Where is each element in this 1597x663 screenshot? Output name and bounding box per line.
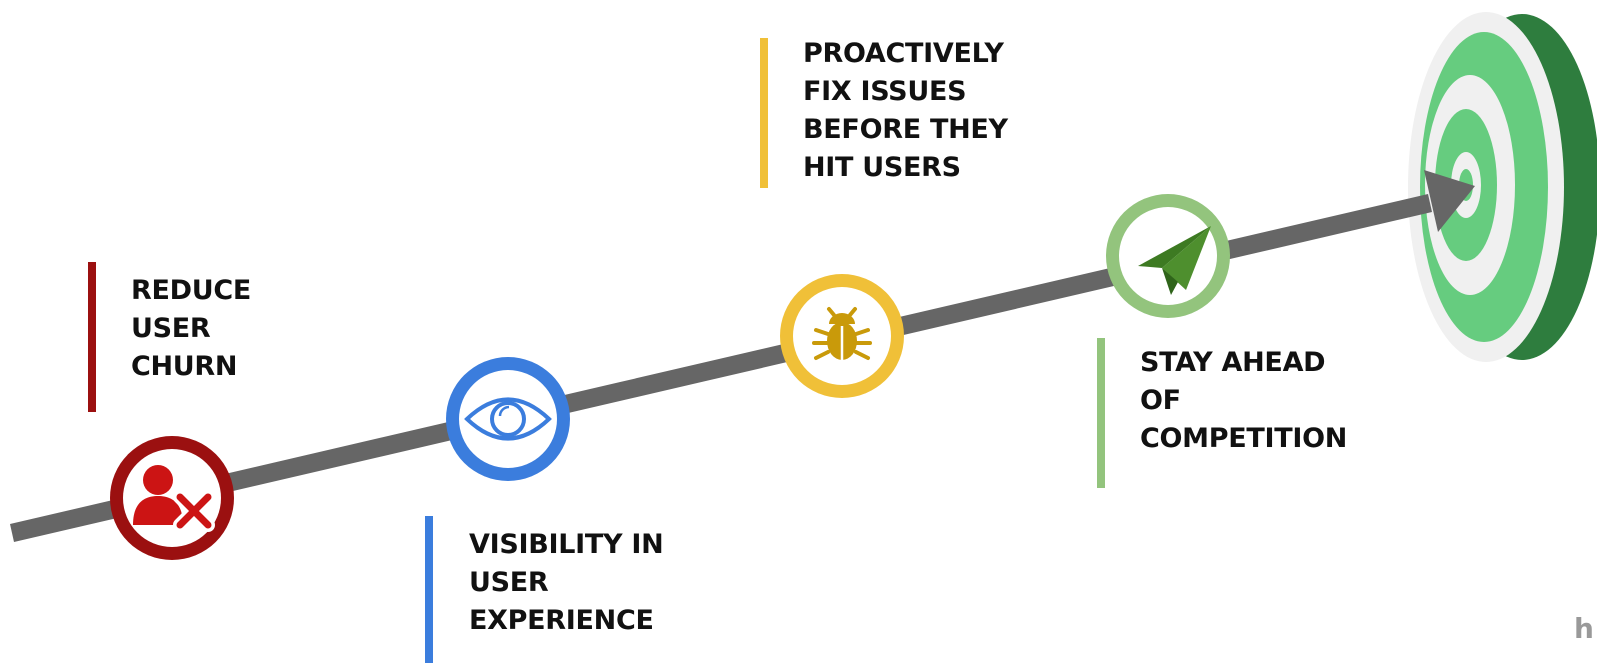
paper-plane-icon bbox=[1138, 226, 1211, 295]
stay-ahead-bar bbox=[1097, 338, 1105, 488]
visibility-label: VISIBILITY IN USER EXPERIENCE bbox=[469, 526, 664, 640]
user-remove-icon bbox=[133, 465, 215, 532]
label-line: USER bbox=[131, 313, 211, 344]
corner-text: h bbox=[1574, 612, 1594, 645]
label-line: BEFORE THEY bbox=[803, 114, 1008, 145]
reduce-churn-bar bbox=[88, 262, 96, 412]
fix-issues-bar bbox=[760, 38, 768, 188]
eye-icon bbox=[464, 397, 552, 441]
label-line: VISIBILITY IN bbox=[469, 529, 664, 560]
label-line: REDUCE bbox=[131, 275, 252, 306]
label-line: FIX ISSUES bbox=[803, 76, 967, 107]
stay-ahead-node bbox=[1106, 194, 1230, 318]
label-line: STAY AHEAD bbox=[1140, 347, 1326, 378]
visibility-bar bbox=[425, 516, 433, 663]
fix-issues-node bbox=[780, 274, 904, 398]
visibility-node bbox=[446, 357, 570, 481]
label-line: PROACTIVELY bbox=[803, 38, 1004, 69]
label-line: OF bbox=[1140, 385, 1181, 416]
bug-icon bbox=[812, 307, 872, 360]
label-line: HIT USERS bbox=[803, 152, 961, 183]
stay-ahead-label: STAY AHEAD OF COMPETITION bbox=[1140, 344, 1347, 458]
label-line: EXPERIENCE bbox=[469, 605, 654, 636]
label-line: CHURN bbox=[131, 351, 238, 382]
progress-arrow bbox=[10, 170, 1475, 542]
label-line: USER bbox=[469, 567, 549, 598]
fix-issues-label: PROACTIVELY FIX ISSUES BEFORE THEY HIT U… bbox=[803, 35, 1008, 187]
reduce-churn-label: REDUCE USER CHURN bbox=[131, 272, 251, 386]
label-line: COMPETITION bbox=[1140, 423, 1348, 454]
reduce-churn-node bbox=[110, 436, 234, 560]
